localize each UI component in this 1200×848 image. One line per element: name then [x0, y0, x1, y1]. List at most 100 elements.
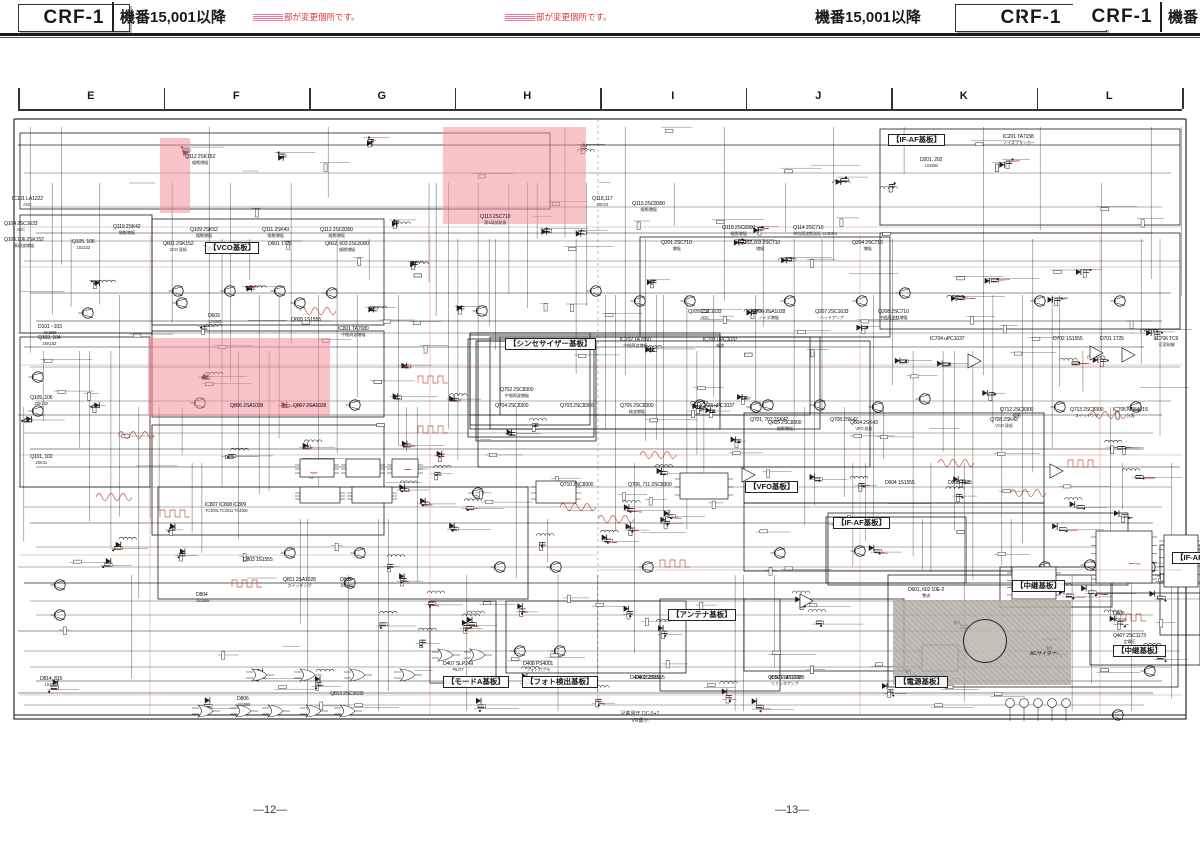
ruler-label-h: H	[523, 90, 532, 102]
revision-text-left: 機番15,001以降	[120, 9, 226, 26]
ruler-tick	[163, 88, 165, 109]
board-label-11: 【アンテナ基板】	[668, 609, 736, 622]
page-number-right: —13—	[775, 804, 810, 816]
model-badge-right-2: CRF-1	[1073, 4, 1171, 30]
ruler-tick	[1182, 88, 1184, 109]
revision-text-far-right: 機番	[1168, 9, 1199, 26]
board-label-2: 【シンセサイザー基板】	[505, 338, 596, 351]
component-ref: Q704 2SC8300	[495, 403, 529, 409]
ruler-tick	[891, 88, 893, 109]
ac-socket-icon	[963, 619, 1007, 663]
ruler-tick	[18, 88, 20, 109]
component-ref: Q807 2SA1028	[293, 403, 327, 409]
ruler-label-g: G	[377, 90, 387, 102]
board-label-12: 【電源基板】	[895, 676, 948, 689]
component-ref: D608 1T25	[948, 480, 972, 486]
model-badge-left: CRF-1	[18, 4, 130, 32]
ruler-tick	[454, 88, 456, 109]
board-label-1: 【VCO基板】	[205, 242, 260, 255]
ruler-label-l: L	[1105, 90, 1113, 102]
component-ref: D604 1S1555	[885, 480, 915, 486]
ruler-tick	[600, 88, 602, 109]
board-label-4: 【IF-AF基板】	[888, 134, 946, 147]
schematic-sheet	[0, 115, 1200, 725]
header-divider-right	[1160, 2, 1162, 32]
header-divider-left	[112, 2, 114, 32]
board-label-8: 【IF-AF基板】	[1172, 552, 1200, 565]
ruler-label-j: J	[815, 90, 822, 102]
hatch-swatch-left	[253, 14, 283, 21]
board-label-13: 【中継基板】	[1012, 580, 1065, 593]
page-number-left: —12—	[253, 804, 288, 816]
component-ref: Q813 2SC1633	[330, 691, 364, 697]
ruler-label-k: K	[959, 90, 968, 102]
board-label-14: 【中継基板】	[1113, 645, 1166, 658]
ruler-label-f: F	[232, 90, 240, 102]
component-ref: Q710 2SC8300	[560, 482, 594, 488]
ruler-tick	[745, 88, 747, 109]
change-note-right: 部が変更個所です。	[505, 11, 612, 23]
ac-adapter-note: ACサイダー	[1030, 651, 1057, 657]
change-note-left: 部が変更個所です。	[253, 11, 360, 23]
component-ref: IC501 uPC7805	[770, 675, 805, 681]
board-label-9: 【モードA基板】	[443, 676, 509, 689]
ruler-tick	[309, 88, 311, 109]
component-ref: IC704 uPC1037	[930, 336, 965, 342]
wiring-layer	[13, 118, 1200, 721]
component-ref: Q706, 711 2SC8300	[628, 482, 672, 488]
component-ref: Q605 1S1555	[291, 317, 321, 323]
badge-gap	[1020, 5, 1021, 29]
hatch-swatch-right	[505, 14, 535, 21]
header-rule-thin	[0, 37, 1200, 38]
component-ref: Q701, 707 2SK42	[750, 417, 789, 423]
component-ref: D402 1S1555	[635, 675, 665, 681]
component-ref: D701 1T25	[1100, 336, 1124, 342]
component-ref: D409 1S1555	[630, 675, 660, 681]
board-label-3: 【VFO基板】	[745, 481, 799, 494]
component-ref: D601 1T25	[268, 241, 292, 247]
revision-text-right: 機番15,001以降	[815, 9, 921, 26]
